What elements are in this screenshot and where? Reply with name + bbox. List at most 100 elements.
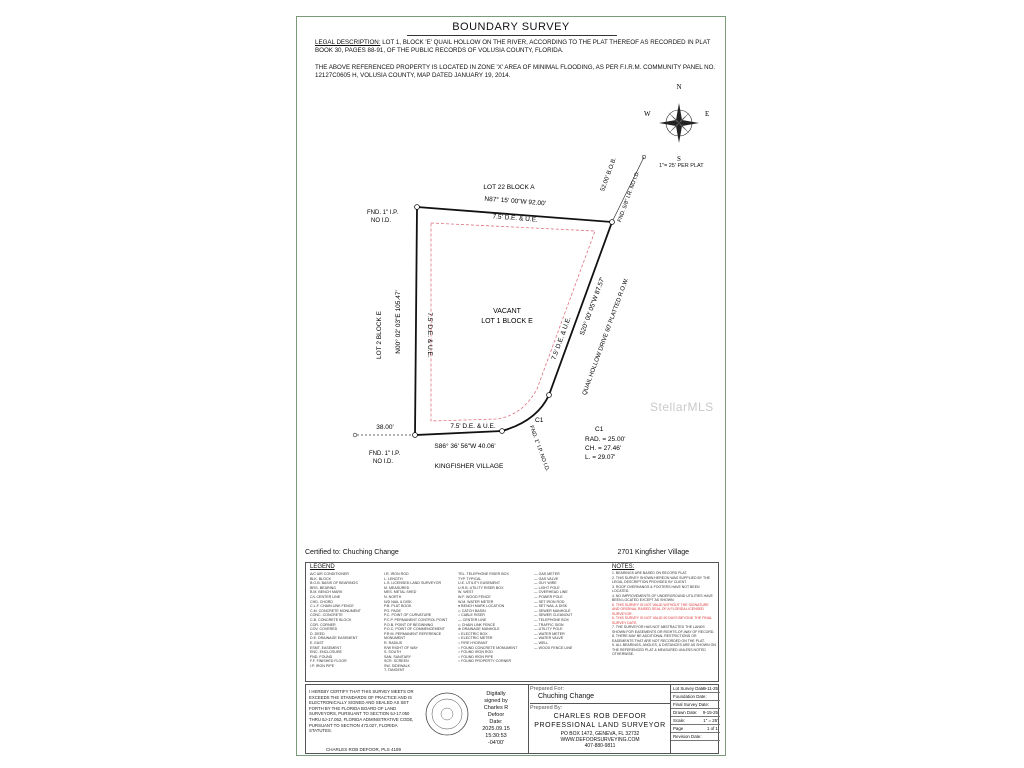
west-lot-label: LOT 2 BLOCK E [376,310,383,359]
compass-w: W [644,110,651,118]
title-underline [407,35,617,36]
curve-length: L. = 29.07' [585,454,615,461]
curve-radius: RAD. = 25.00' [585,436,625,443]
legend-item: — SEWER MANHOLE [534,608,571,613]
legend-item: B.M. BENCH MARK [310,590,343,595]
legend-item: CONC. CONCRETE [310,613,343,618]
note-item: 4. NO IMPROVEMENTS OF UNDERGROUND UTILIT… [612,593,713,603]
legend-item: U.R.B. UTILITY RISER BOX [458,585,504,590]
legend-item: SAN. SANITARY [384,654,412,659]
legend-item: ESMT. EASEMENT [310,645,342,650]
west-easement-label: 7.5' D.E. & U.E. [426,312,433,358]
legend-item: W.F. WOOD FENCE [458,594,491,599]
legend-item: W.M. WATER METER [458,599,494,604]
surveyor-seal-icon [425,692,469,736]
ne-dimension-label: 52.00' B.O.B. [600,157,618,193]
se-corner-label: FND. 1" I.P. NO I.D. [528,425,550,473]
legend-item: ● BENCH MARK LOCATION [458,604,505,609]
south-easement-label: 7.5' D.E. & U.E. [450,423,496,430]
certification-text: I HEREBY CERTIFY THAT THIS SURVEY MEETS … [309,689,414,734]
legend-item: — WATER METER [534,631,565,636]
legend-item: ○ CABLE RISER [458,613,485,618]
ne-corner-label: FND. 5/8" I.R. NO I.D. [617,170,641,223]
document-title: BOUNDARY SURVEY [452,21,570,33]
c1-curve-label: C1 [535,417,544,424]
legend-item: — POWER POLE [534,594,563,599]
legend-item: P.O.B. POINT OF BEGINNING [384,622,434,627]
legend-item: ⊕ DRAINAGE MANHOLE [458,627,500,632]
legend-item: E. EAST [310,640,324,645]
legend-item: BLK. BLOCK [310,576,331,581]
north-bearing-label: N87° 15' 00"W 92.00' [484,195,546,208]
digital-signature-line: Date: [489,719,503,725]
legend-item: W. WEST [458,590,474,595]
se-corner-icon [499,428,505,434]
certified-to: Certified to: Chuching Change [305,549,399,556]
digital-signature-line: signed by [484,698,508,704]
south-dimension-label: 38.00' [376,424,394,431]
legend-item: F.F. FINISHED FLOOR [310,659,347,664]
legend-item: — GAS VALVE [534,576,559,581]
firm-address: PO BOX 1472, GENEVA, FL 32732 [560,731,640,737]
legend-item: ○ FOUND PROPERTY CORNER [458,659,512,664]
legend-item: SCR. SCREEN [384,659,409,664]
prepared-by-label: Prepared By: [530,705,563,711]
legend-item: COV. COVERED [310,627,338,632]
legend-item: ○ FOUND IRON ROD [458,650,493,655]
legend-item: ○ ELECTRIC METER [458,636,493,641]
legal-description: LEGAL DESCRIPTION: LOT 1, BLOCK 'E' QUAI… [315,39,717,55]
dates-row: Scale:1" = 25' [671,718,720,725]
compass-e: E [705,110,709,118]
legend-item: I.P. IRON PIPE [310,663,335,668]
divider-horizontal [530,703,671,704]
scale-note: 1"= 25' PER PLAT [659,163,704,169]
legend-item: ◇ CATCH BASIN [458,608,486,613]
legend-item: U.E. UTILITY EASEMENT [458,581,501,586]
legend-item: ○ FOUND IRON PIPE [458,654,494,659]
legend-item: — TELEPHONE BOX [534,617,569,622]
south-area-label: KINGFISHER VILLAGE [435,463,504,470]
legend-item: — GUY WIRE [534,581,557,586]
curve-chord: CH. = 27.46' [585,445,621,452]
south-bearing-label: S86° 36' 56"W 40.06' [434,442,495,450]
title-block: I HEREBY CERTIFY THAT THIS SURVEY MEETS … [305,684,720,754]
nw-corner-label-1: FND. 1" I.P. [367,210,398,216]
legend-item: C.B. CONCRETE BLOCK [310,617,352,622]
prepared-for-label: Prepared For: [530,686,564,692]
nw-corner-label-2: NO I.D. [371,218,391,224]
legend-item: T. TANGENT [384,668,405,673]
legend-item: C/L CENTER LINE [310,594,341,599]
legend-item: — LIGHT POLE [534,585,560,590]
legend-item: CHD. CHORD [310,599,333,604]
firm-name-line-2: PROFESSIONAL LAND SURVEYOR [534,721,666,729]
legend-item: D. DEED [310,631,325,636]
legend-item: ○ FOUND CONCRETE MONUMENT [458,645,518,650]
legend-item: FND. FOUND [310,654,333,659]
legend-item: N. NORTH [384,594,402,599]
compass-s: S [677,155,681,163]
note-item: 2. THIS SURVEY SHOWN HEREON WAS SUPPLIED… [612,575,710,585]
prepared-for-name: Chuching Change [538,693,595,700]
legend-item: ◇ CHAIN LINK FENCE [458,622,496,627]
legend-item: MES. METAL SHED [384,590,417,595]
legend-item: — WOOD FENCE LINE [534,645,573,650]
sw-corner-icon [412,432,418,438]
dates-row: Foundation Date: [671,693,720,701]
ne-corner-icon [609,219,615,225]
legend-item: R. RADIUS [384,640,403,645]
e-corner-icon [546,392,552,398]
firm-phone: 407-880-9811 [584,743,616,749]
legend-item: — TRAFFIC SIGN [534,622,564,627]
notes-list: 1. BEARINGS ARE BASED ON RECORD PLAT.2. … [612,571,716,657]
property-address: 2701 Kingfisher Village [617,549,689,556]
legend-item: COR. CORNER [310,622,336,627]
legend-item: — SET IRON ROD [534,599,565,604]
legend-item: — GAS METER [534,572,560,576]
note-item: 9. ALL BEARINGS, ANGLES, & DISTANCES ARE… [612,643,716,656]
legend-item: B.O.B. BASIS OF BEARINGS [310,581,358,586]
plat-drawing: N S E W LOT 22 BLOCK A N87° 15' 00"W 92.… [352,83,709,473]
legend-item: P.O.C. POINT OF COMMENCEMENT [384,627,445,632]
